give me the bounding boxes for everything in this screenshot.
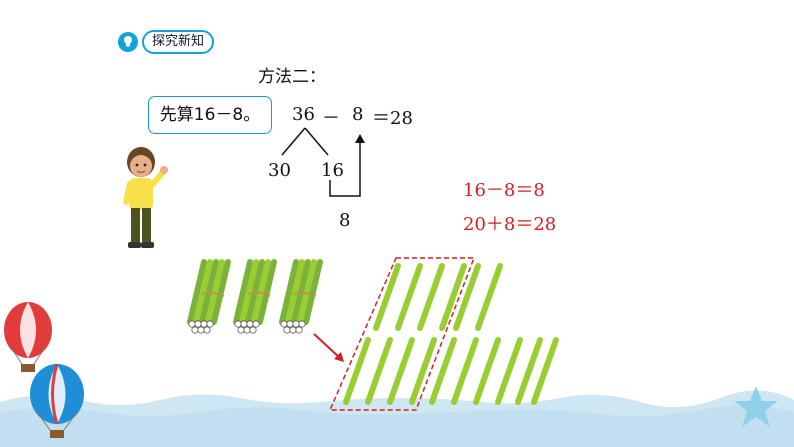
split-left-value: 30: [268, 160, 291, 181]
stick-bundles: [187, 259, 323, 334]
equation-operator: －: [322, 108, 340, 129]
loose-sticks-top-row: [373, 263, 503, 331]
selection-outline: [328, 257, 476, 411]
balloon-blue-icon: [30, 363, 84, 438]
section-tag: 探究新知: [118, 30, 215, 54]
loose-sticks-bottom-row: [343, 337, 559, 405]
pointer-arrow: [313, 333, 344, 362]
stick-bundle: [233, 259, 277, 334]
lightbulb-icon: [118, 32, 138, 52]
equation-result: ＝28: [372, 108, 413, 129]
speech-bubble: 先算16－8。: [148, 96, 272, 134]
equation-minuend: 36: [292, 104, 315, 125]
step-1: 16－8＝8: [463, 180, 545, 201]
intermediate-result: 8: [339, 210, 351, 231]
sea-background: [0, 390, 794, 447]
section-tag-label: 探究新知: [142, 30, 215, 54]
method-title: 方法二：: [258, 67, 326, 87]
split-right-value: 16: [321, 160, 344, 181]
balloon-red-icon: [4, 302, 52, 372]
stick-bundle: [187, 259, 231, 334]
equation-subtrahend: 8: [352, 104, 364, 125]
boy-character: [123, 147, 168, 248]
stick-bundle: [279, 259, 323, 334]
step-2: 20＋8＝28: [463, 214, 557, 235]
loose-sticks: [328, 257, 559, 411]
starfish-icon: [734, 386, 778, 427]
